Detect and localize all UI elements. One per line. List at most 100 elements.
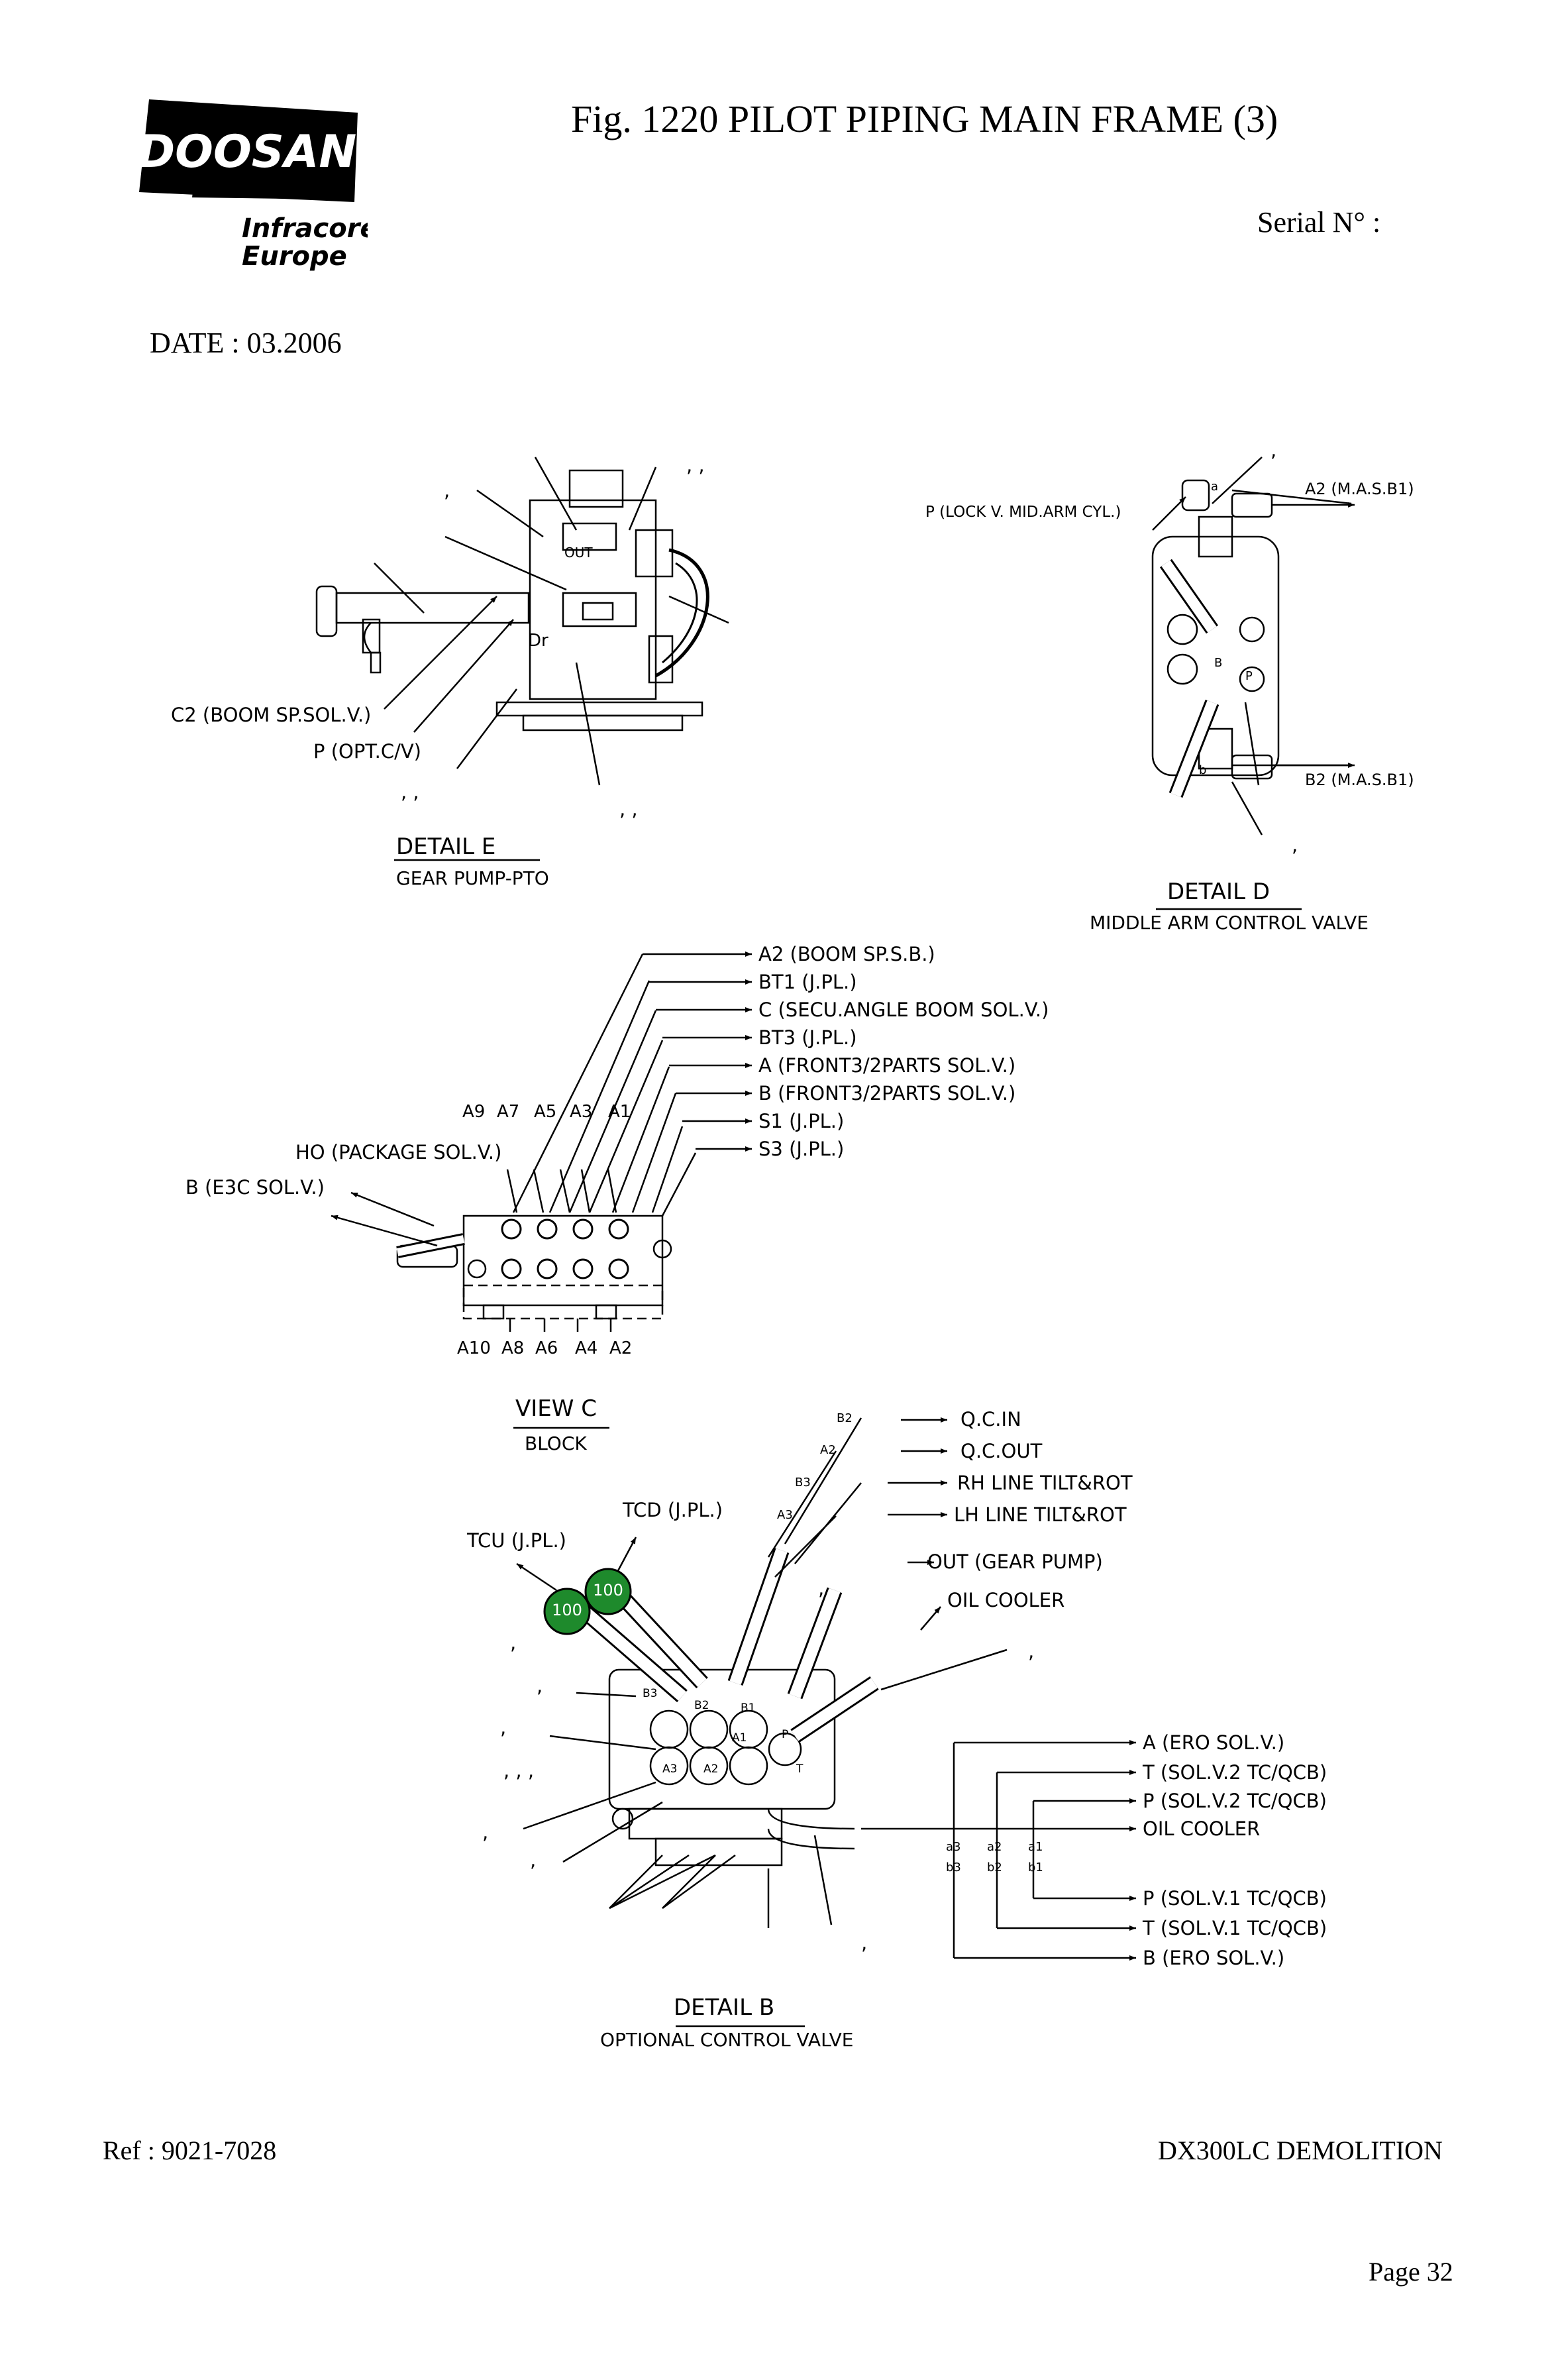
detail-d-label: b — [1199, 763, 1207, 777]
detail-b-comma: , — [482, 1821, 489, 1843]
view-c-drawing — [331, 951, 752, 1429]
view-c-label: B (FRONT3/2PARTS SOL.V.) — [758, 1082, 1016, 1105]
view-c-label: BT3 (J.PL.) — [758, 1026, 857, 1049]
detail-b-right-label: P (SOL.V.2 TC/QCB) — [1143, 1790, 1327, 1812]
detail-d-label: B — [1214, 656, 1223, 670]
detail-e-drawing — [315, 457, 729, 861]
detail-e-label: P (OPT.C/V) — [313, 740, 421, 763]
view-c-left-label: B (E3C SOL.V.) — [185, 1176, 325, 1199]
detail-b-misc-label: OIL COOLER — [947, 1589, 1065, 1611]
detail-b-port: B3 — [795, 1476, 811, 1489]
detail-e-label: Dr — [528, 631, 548, 651]
detail-b-comma: , — [530, 1849, 537, 1871]
logo-line1: Infracore — [242, 213, 368, 244]
detail-e-title: DETAIL E — [396, 834, 496, 860]
detail-b-top-label: RH LINE TILT&ROT — [957, 1472, 1133, 1494]
detail-b-body-port: B1 — [741, 1702, 756, 1715]
detail-b-top-label: Q.C.IN — [960, 1408, 1021, 1431]
detail-b-right-label: B (ERO SOL.V.) — [1143, 1947, 1285, 1969]
view-c-label: S3 (J.PL.) — [758, 1138, 845, 1160]
detail-d-comma: , — [1271, 439, 1277, 461]
detail-d-subtitle: MIDDLE ARM CONTROL VALVE — [1090, 912, 1369, 934]
detail-b-drawing — [516, 1417, 1136, 2028]
detail-d-title: DETAIL D — [1167, 879, 1271, 905]
detail-b-right-label: T (SOL.V.1 TC/QCB) — [1143, 1917, 1327, 1939]
detail-b-right-label: OIL COOLER — [1143, 1817, 1261, 1840]
detail-b-right-label: T (SOL.V.2 TC/QCB) — [1143, 1761, 1327, 1784]
detail-b-subtitle: OPTIONAL CONTROL VALVE — [600, 2029, 854, 2051]
view-c-port: A8 — [501, 1338, 525, 1358]
view-c-port: A7 — [497, 1102, 520, 1122]
detail-b-body-port: B2 — [694, 1699, 709, 1712]
detail-e-comma: , — [444, 479, 450, 502]
date: DATE : 03.2006 — [150, 327, 342, 359]
view-c-left-label: HO (PACKAGE SOL.V.) — [295, 1141, 502, 1163]
detail-b-comma: , — [510, 1631, 517, 1654]
view-c-label: S1 (J.PL.) — [758, 1110, 845, 1132]
footer-page: Page 32 — [1369, 2257, 1453, 2287]
detail-b-port: A3 — [777, 1508, 793, 1522]
detail-b-comma: , — [818, 1577, 825, 1599]
detail-b-misc-label: OUT (GEAR PUMP) — [927, 1550, 1103, 1573]
detail-d-label: B2 (M.A.S.B1) — [1305, 771, 1414, 789]
detail-b-right-label: A (ERO SOL.V.) — [1143, 1731, 1285, 1754]
detail-b-comma: , — [861, 1931, 868, 1954]
view-c-port: A5 — [534, 1102, 557, 1122]
detail-e-comma: , , — [619, 798, 638, 820]
badge-number: 100 — [552, 1601, 582, 1619]
detail-b-body-port: A3 — [662, 1762, 678, 1776]
detail-b-top-label: LH LINE TILT&ROT — [954, 1503, 1127, 1526]
logo-line2: Europe — [242, 241, 347, 272]
detail-d-label: P (LOCK V. MID.ARM CYL.) — [925, 504, 1121, 521]
detail-b-port-code: b3 — [946, 1861, 961, 1874]
view-c-label: A2 (BOOM SP.S.B.) — [758, 943, 935, 965]
detail-b-port-code: a3 — [946, 1840, 961, 1854]
view-c-subtitle: BLOCK — [525, 1433, 587, 1454]
detail-b-comma: , — [537, 1674, 543, 1697]
page-title: Fig. 1220 PILOT PIPING MAIN FRAME (3) — [571, 97, 1278, 140]
view-c-port: A2 — [609, 1338, 633, 1358]
footer-model: DX300LC DEMOLITION — [1158, 2136, 1443, 2165]
view-c-label: BT1 (J.PL.) — [758, 971, 857, 993]
detail-b-port-code: b2 — [987, 1861, 1002, 1874]
detail-d-drawing — [1151, 457, 1355, 910]
detail-b-port-code: a1 — [1028, 1840, 1043, 1854]
detail-b-body-port: A1 — [732, 1731, 747, 1745]
detail-b-body-port: P — [782, 1728, 789, 1741]
detail-d-label: a — [1211, 480, 1219, 494]
detail-b-comma: , , , — [503, 1759, 535, 1782]
detail-b-comma: , — [500, 1716, 507, 1739]
detail-d-label: A2 (M.A.S.B1) — [1305, 480, 1414, 498]
badge-circle — [584, 1568, 632, 1615]
detail-b-port: B2 — [837, 1411, 853, 1425]
serial-number: Serial N° : — [1257, 206, 1381, 239]
detail-b-misc-label: TCD (J.PL.) — [623, 1499, 723, 1521]
detail-b-body-port: B3 — [643, 1687, 658, 1700]
detail-b-title: DETAIL B — [674, 1994, 775, 2021]
detail-d-comma: , — [1292, 834, 1298, 856]
view-c-label: C (SECU.ANGLE BOOM SOL.V.) — [758, 999, 1049, 1021]
badge-circle — [543, 1588, 591, 1635]
view-c-port: A4 — [575, 1338, 598, 1358]
detail-e-label: C2 (BOOM SP.SOL.V.) — [171, 704, 372, 726]
detail-d-label: P — [1245, 669, 1253, 683]
view-c-label: A (FRONT3/2PARTS SOL.V.) — [758, 1054, 1016, 1077]
detail-b-port: A2 — [820, 1443, 836, 1457]
view-c-port: A9 — [462, 1102, 486, 1122]
detail-b-right-label: P (SOL.V.1 TC/QCB) — [1143, 1887, 1327, 1910]
detail-b-misc-label: TCU (J.PL.) — [467, 1529, 566, 1552]
logo-brand: DOOSAN — [138, 126, 357, 178]
callout-badges — [543, 1568, 632, 1635]
detail-b-body-port: A2 — [703, 1762, 719, 1776]
view-c-port: A10 — [457, 1338, 491, 1358]
doosan-logo: DOOSAN Infracore Europe — [129, 93, 378, 272]
view-c-port: A1 — [608, 1102, 631, 1122]
logo-graphic: DOOSAN Infracore Europe — [138, 99, 378, 272]
detail-e-comma: , , — [401, 781, 419, 803]
view-c-port: A3 — [570, 1102, 593, 1122]
footer-ref: Ref : 9021-7028 — [103, 2136, 277, 2165]
detail-b-port-code: a2 — [987, 1840, 1002, 1854]
